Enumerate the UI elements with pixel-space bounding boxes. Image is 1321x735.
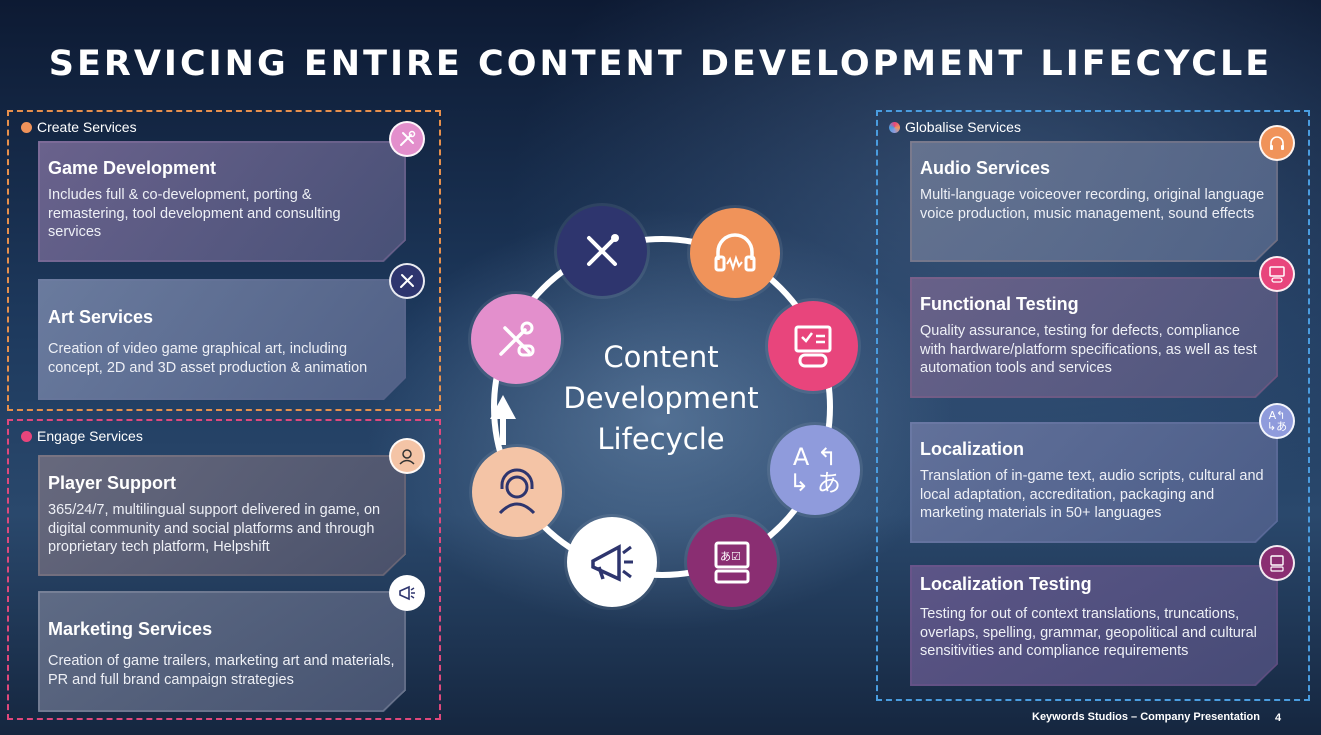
footer-text: Keywords Studios – Company Presentation	[1032, 711, 1260, 723]
localization-title: Localization	[920, 439, 1025, 459]
monitor-gamepad-icon	[1259, 256, 1295, 292]
audio-services-text: Multi-language voiceover recording, orig…	[920, 187, 1265, 222]
keyboard-translate-icon	[1259, 545, 1295, 581]
player-support-card: Player Support 365/24/7, multilingual su…	[38, 455, 406, 576]
lifecycle-center-label: Content Development Lifecycle	[563, 340, 759, 456]
multicolor-dot-icon	[889, 121, 900, 133]
lifecycle-translate-icon: A ↰↳ あ	[770, 425, 860, 515]
engage-services-group	[7, 419, 441, 720]
create-services-group	[7, 110, 441, 411]
lifecycle-monitor-gamepad-icon	[768, 301, 858, 391]
marketing-services-card: Marketing Services Creation of game trai…	[38, 591, 406, 712]
marketing-services-title: Marketing Services	[48, 619, 213, 639]
svg-text:あ☑: あ☑	[720, 550, 741, 563]
engage-services-label: Engage Services	[21, 428, 143, 444]
page-title: SERVICING ENTIRE CONTENT DEVELOPMENT LIF…	[48, 44, 1273, 84]
localization-text: Translation of in-game text, audio scrip…	[920, 468, 1264, 521]
lifecycle-art-brush-icon	[557, 206, 647, 296]
localization-testing-card: Localization Testing Testing for out of …	[910, 565, 1278, 686]
art-services-title: Art Services	[48, 307, 154, 327]
orange-dot-icon	[21, 121, 32, 133]
art-services-card: Art Services Creation of video game grap…	[38, 279, 406, 400]
player-support-title: Player Support	[48, 473, 177, 493]
art-services-text: Creation of video game graphical art, in…	[48, 341, 368, 376]
lifecycle-ring	[490, 236, 833, 578]
functional-testing-text: Quality assurance, testing for defects, …	[920, 323, 1257, 376]
globalise-services-label: Globalise Services	[889, 119, 1021, 135]
globalise-services-group	[876, 110, 1310, 701]
pink-dot-icon	[21, 430, 32, 442]
localization-testing-text: Testing for out of context translations,…	[920, 606, 1257, 659]
lifecycle-headphones-icon	[690, 208, 780, 298]
player-support-text: 365/24/7, multilingual support delivered…	[48, 502, 381, 555]
game-development-card: Game Development Includes full & co-deve…	[38, 141, 406, 262]
game-development-text: Includes full & co-development, porting …	[48, 187, 341, 240]
headset-agent-icon	[389, 438, 425, 474]
audio-services-title: Audio Services	[920, 158, 1051, 178]
create-services-label: Create Services	[21, 119, 137, 135]
localization-card: Localization Translation of in-game text…	[910, 422, 1278, 543]
marketing-services-text: Creation of game trailers, marketing art…	[48, 653, 395, 688]
lifecycle-keyboard-translate-icon: あ☑	[687, 517, 777, 607]
tools-icon	[389, 121, 425, 157]
audio-services-card: Audio Services Multi-language voiceover …	[910, 141, 1278, 262]
brush-pencil-icon	[389, 263, 425, 299]
lifecycle-tools-icon	[471, 294, 561, 384]
lifecycle-headset-agent-icon	[472, 447, 562, 537]
functional-testing-title: Functional Testing	[920, 294, 1079, 314]
translate-icon: A↰↳あ	[1259, 403, 1295, 439]
localization-testing-title: Localization Testing	[920, 574, 1092, 594]
lifecycle-megaphone-icon	[567, 517, 657, 607]
game-development-title: Game Development	[48, 158, 217, 178]
page-number: 4	[1275, 712, 1282, 724]
megaphone-icon	[389, 575, 425, 611]
functional-testing-card: Functional Testing Quality assurance, te…	[910, 277, 1278, 398]
headphones-icon	[1259, 125, 1295, 161]
